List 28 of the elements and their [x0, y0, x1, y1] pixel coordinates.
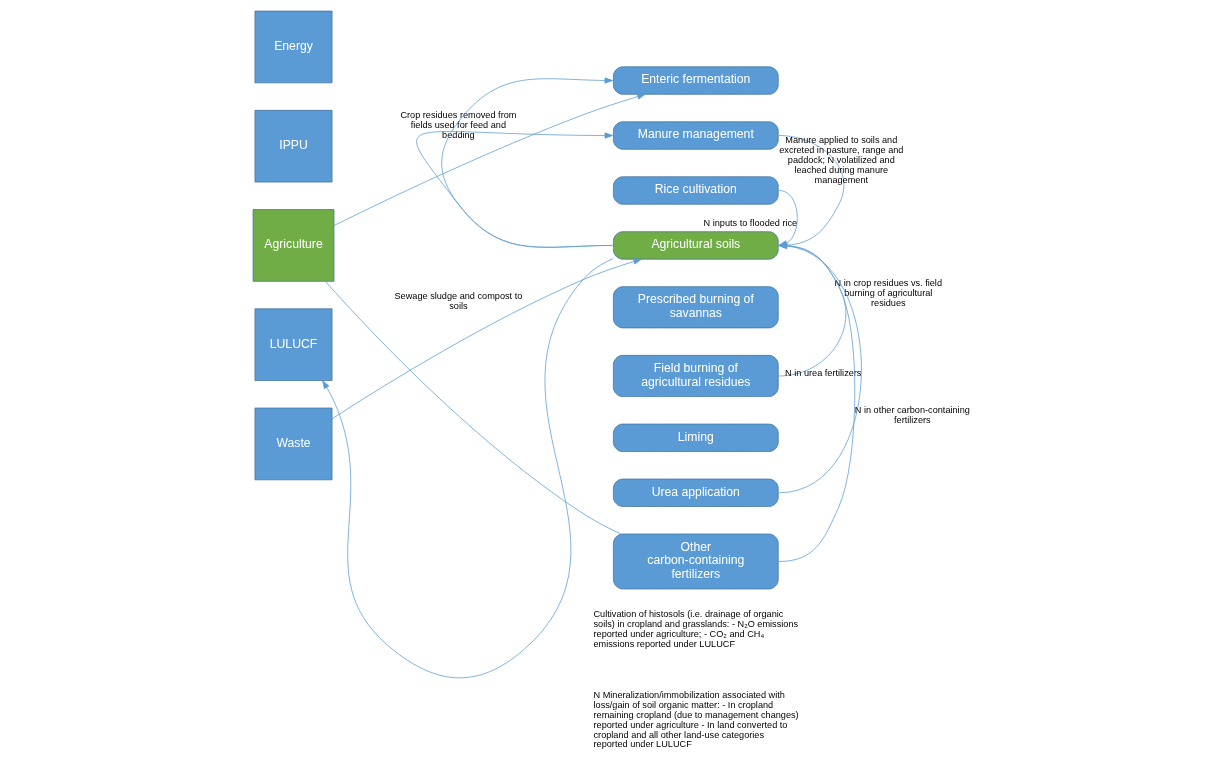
node-box: IPPU	[254, 109, 332, 183]
arrow	[333, 93, 645, 226]
node-box: Enteric fermentation	[612, 66, 779, 95]
node-box: Energy	[254, 10, 332, 84]
edge-label: Crop residues removed from fields used for feed and bedding	[399, 110, 516, 141]
label: Cultivation of histosols (i.e. drainage of organic soils) in cropland and grasslands: - N₂O emissions reported under agriculture; - CO₂ and CH₄ emissions reported under LULUCF	[593, 608, 798, 649]
edge-label: N inputs to flooded rice	[703, 217, 797, 228]
edge-label: N in urea fertilizers	[784, 368, 861, 379]
connector	[324, 281, 621, 535]
label: N Mineralization/immobilization associated with loss/gain of soil organic matter: - In cropland remaining cropland (due to management changes) reported under agriculture - In land converted to cropland and all other land-use categories reported under LULUCF	[593, 689, 799, 750]
node-box: Rice cultivation	[612, 176, 779, 205]
edge-label: N in crop residues vs. field burning of agricultural residues	[834, 277, 942, 308]
node-box: Field burning of agricultural residues	[612, 355, 779, 397]
arrow	[415, 131, 613, 248]
node-box: Agricultural soils	[612, 231, 779, 260]
node-box: Agriculture	[252, 209, 334, 282]
node-box: Prescribed burning of savannas	[612, 286, 779, 329]
node-box: Other carbon-containing fertilizers	[612, 533, 779, 590]
edge-label: N in other carbon-containing fertilizers	[854, 404, 970, 425]
arrow	[321, 258, 613, 679]
edge-label: Sewage sludge and compost to soils	[394, 290, 522, 311]
node-box: LULUCF	[254, 308, 332, 381]
node-box: Waste	[254, 407, 332, 481]
node-box: Liming	[612, 423, 779, 452]
node-box: Manure management	[612, 121, 779, 150]
arrow	[331, 258, 642, 420]
edge-label: Manure applied to soils and excreted in pasture, range and paddock; N volatilized and leached during manure management	[778, 134, 903, 185]
node-box: Urea application	[612, 478, 779, 507]
